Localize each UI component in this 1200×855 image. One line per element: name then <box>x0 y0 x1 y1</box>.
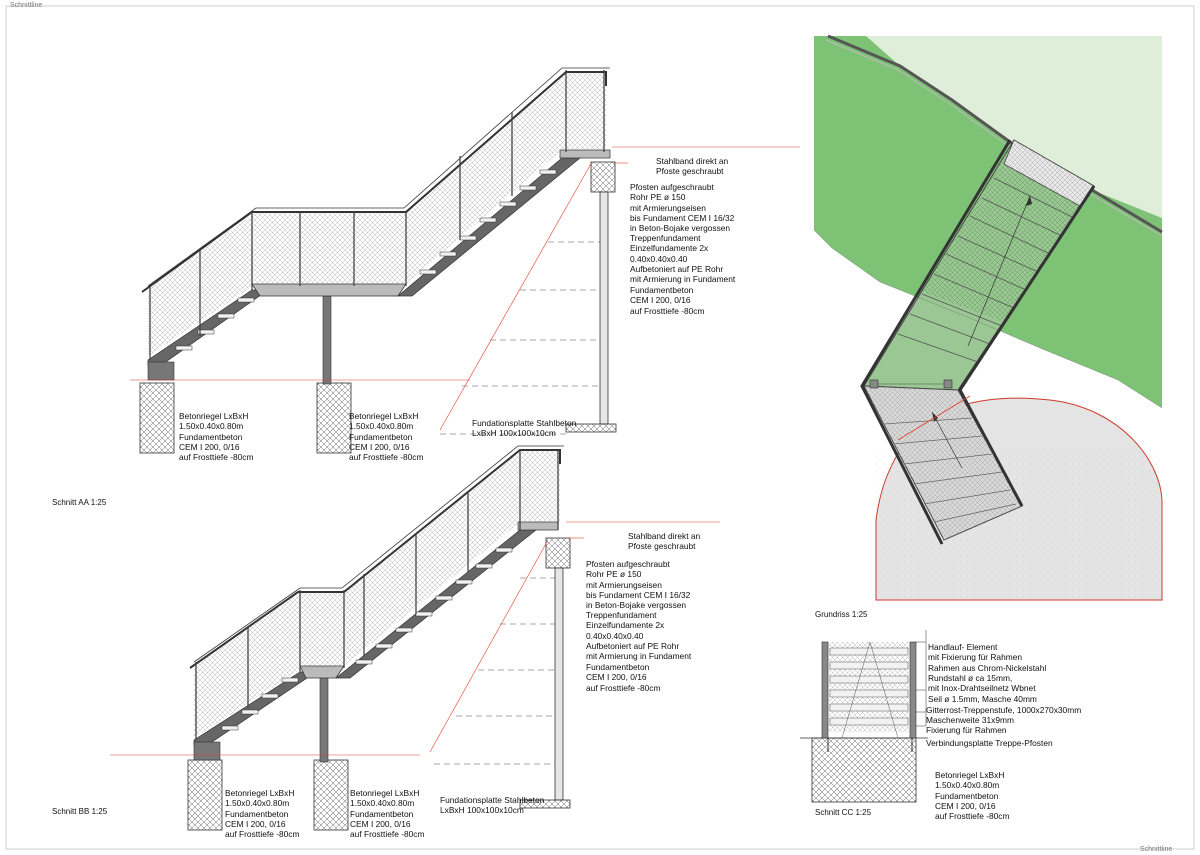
aa-foundation-mid <box>316 382 352 454</box>
sheet-frame <box>5 5 1195 850</box>
aa-railing-posts <box>149 70 605 360</box>
section-cc-drawing <box>800 630 928 803</box>
grundriss-title: Grundriss 1:25 <box>815 610 868 619</box>
section-aa-title: Schnitt AA 1:25 <box>52 498 107 507</box>
bb-foundation-mid <box>313 759 349 831</box>
aa-landing-column <box>322 295 332 385</box>
bb-column <box>319 669 329 763</box>
section-cc-title: Schnitt CC 1:25 <box>815 808 872 817</box>
aa-top-platform <box>559 149 611 159</box>
cc-note-verbindung: Verbindungsplatte Treppe-Pfosten <box>926 737 1053 748</box>
cc-note-fixierung: Fixierung für Rahmen <box>926 724 1007 735</box>
bb-treads <box>221 547 513 731</box>
bb-post-head <box>545 537 571 569</box>
bb-foundation-left <box>187 759 223 831</box>
corner-label-bottom: Schnittline <box>1140 846 1173 853</box>
section-aa-drawing <box>130 67 800 454</box>
aa-base-plate <box>565 423 617 433</box>
aa-foundation-left <box>139 382 175 454</box>
aa-post-head <box>590 161 616 193</box>
bb-post <box>554 567 564 801</box>
aa-post <box>599 191 609 425</box>
grundriss-drawing <box>813 34 1163 601</box>
aa-handrail <box>141 71 607 293</box>
section-bb-drawing <box>110 445 720 831</box>
aa-landing <box>251 283 407 297</box>
aa-bottom-block <box>147 361 175 381</box>
aa-treads <box>175 169 557 351</box>
section-bb-title: Schnitt BB 1:25 <box>52 807 108 816</box>
bb-base-plate <box>519 799 571 809</box>
cc-foundation <box>811 737 917 803</box>
corner-label-top: Schnittline <box>10 2 43 9</box>
